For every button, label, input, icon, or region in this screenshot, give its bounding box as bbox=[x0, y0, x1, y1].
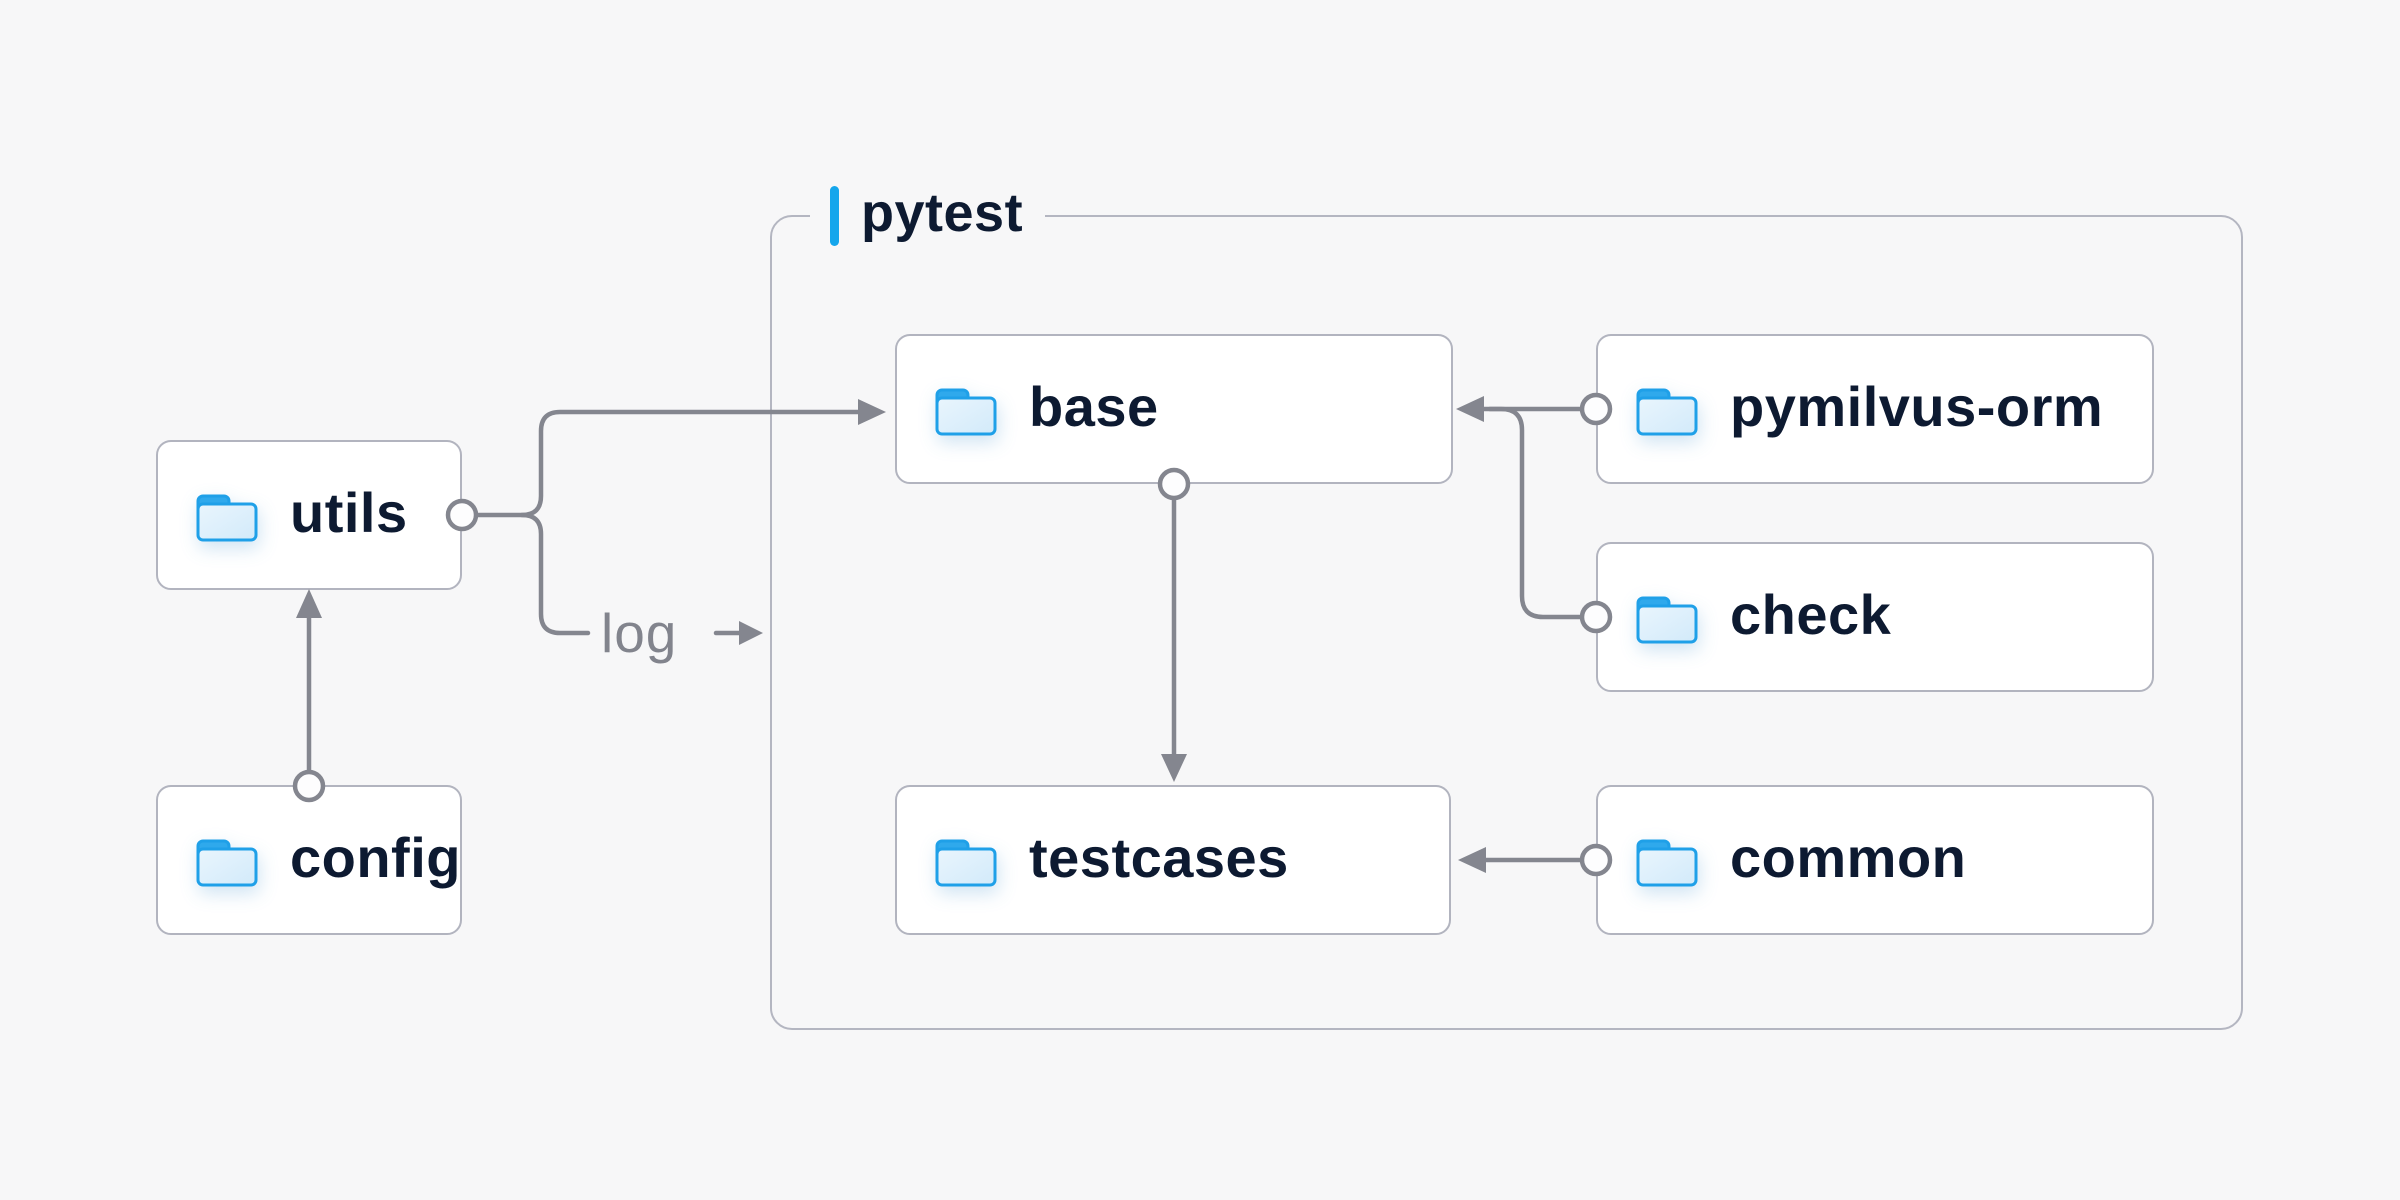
group-label-text: pytest bbox=[861, 183, 1024, 243]
node-common: common bbox=[1596, 785, 2154, 935]
pytest-group-label: pytest bbox=[810, 183, 1046, 248]
node-label: base bbox=[1029, 375, 1159, 438]
folder-icon bbox=[935, 388, 997, 436]
folder-icon bbox=[1636, 596, 1698, 644]
node-label: pymilvus-orm bbox=[1730, 375, 2104, 438]
folder-icon bbox=[1636, 839, 1698, 887]
folder-icon bbox=[196, 494, 258, 542]
group-accent-bar bbox=[830, 186, 839, 246]
node-pymilvus-orm: pymilvus-orm bbox=[1596, 334, 2154, 484]
edge-utils-log bbox=[519, 512, 591, 636]
node-label: check bbox=[1730, 583, 1892, 646]
node-base: base bbox=[895, 334, 1453, 484]
node-utils: utils bbox=[156, 440, 462, 590]
node-label: common bbox=[1730, 826, 1967, 889]
node-check: check bbox=[1596, 542, 2154, 692]
node-testcases: testcases bbox=[895, 785, 1451, 935]
edge-log-arrow bbox=[713, 621, 763, 645]
node-label: config bbox=[290, 826, 461, 889]
node-label: utils bbox=[290, 481, 408, 544]
folder-icon bbox=[1636, 388, 1698, 436]
folder-icon bbox=[196, 839, 258, 887]
pytest-group: pytest bbox=[770, 184, 2243, 1030]
node-label: testcases bbox=[1029, 826, 1289, 889]
edge-config-utils bbox=[292, 589, 326, 803]
node-config: config bbox=[156, 785, 462, 935]
folder-icon bbox=[935, 839, 997, 887]
log-edge-label: log bbox=[601, 602, 678, 664]
